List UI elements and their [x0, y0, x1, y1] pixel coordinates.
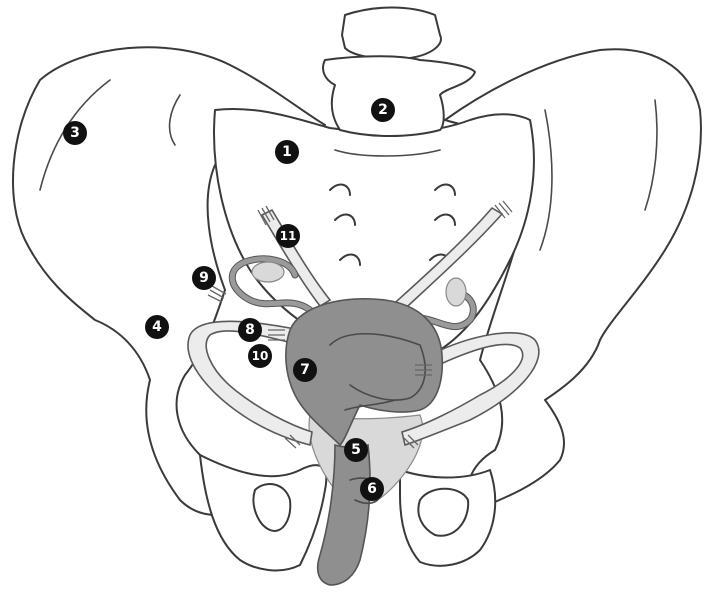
svg-text:8: 8 [245, 322, 255, 338]
right-ovary [446, 278, 466, 306]
lumbar-vertebra-lower [323, 56, 475, 136]
marker-7: 7 [293, 358, 317, 382]
svg-text:7: 7 [300, 362, 310, 378]
marker-1: 1 [275, 140, 299, 164]
svg-text:11: 11 [280, 229, 297, 243]
svg-text:9: 9 [199, 270, 209, 286]
svg-text:10: 10 [252, 349, 269, 363]
left-pubic-ramus [200, 455, 326, 570]
marker-8: 8 [238, 318, 262, 342]
marker-11: 11 [276, 224, 300, 248]
svg-text:4: 4 [152, 319, 162, 335]
svg-text:3: 3 [70, 125, 80, 141]
right-pubic-ramus [400, 470, 495, 566]
marker-5: 5 [344, 438, 368, 462]
marker-3: 3 [63, 121, 87, 145]
svg-text:6: 6 [367, 481, 377, 497]
marker-9: 9 [192, 266, 216, 290]
marker-4: 4 [145, 315, 169, 339]
marker-6: 6 [360, 477, 384, 501]
lumbar-vertebra-upper [342, 8, 441, 59]
svg-text:1: 1 [282, 144, 292, 160]
marker-2: 2 [371, 98, 395, 122]
left-ovary [252, 262, 284, 282]
svg-text:5: 5 [351, 442, 361, 458]
svg-text:2: 2 [378, 102, 388, 118]
marker-10: 10 [248, 344, 272, 368]
